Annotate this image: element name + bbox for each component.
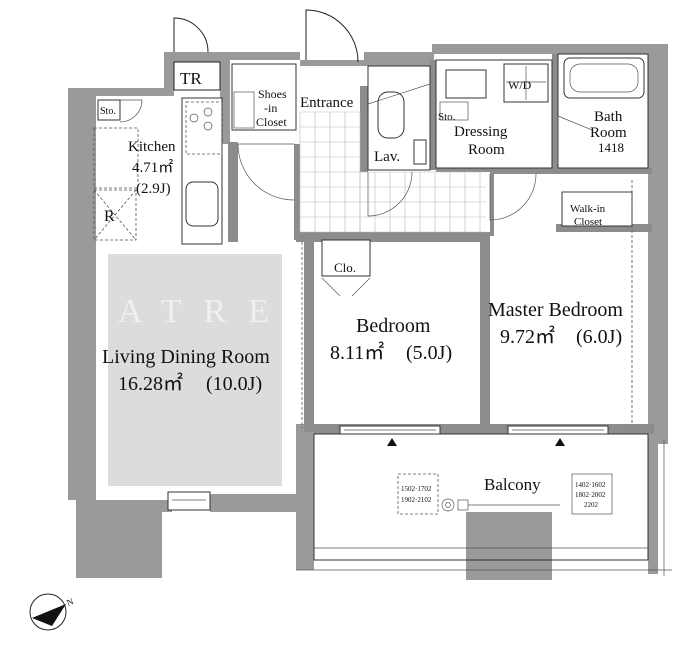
living-name: Living Dining Room xyxy=(102,346,270,368)
clo-label: Clo. xyxy=(334,260,356,275)
master-name: Master Bedroom xyxy=(488,299,623,321)
living-jo: (10.0J) xyxy=(206,373,262,395)
wd-label: W/D xyxy=(508,78,532,92)
shoes-closet-label-3: Closet xyxy=(256,115,287,129)
balcony-note-right-2: 1802·2002 xyxy=(575,491,606,499)
tile-grid xyxy=(299,111,486,233)
bath-label-1: Bath xyxy=(594,109,623,125)
outer-walls xyxy=(68,44,668,580)
kitchen-jo: (2.9J) xyxy=(136,181,171,197)
balcony-note-right-1: 1402·1602 xyxy=(575,481,606,489)
shoes-closet-label-2: -in xyxy=(264,101,277,115)
watermark: ATRE xyxy=(118,293,291,330)
entrance-label: Entrance xyxy=(300,95,354,111)
balcony-note-right-3: 2202 xyxy=(584,501,599,509)
tr-label: TR xyxy=(180,69,202,88)
kitchen-name: Kitchen xyxy=(128,139,176,155)
kitchen-area: Sto. R Kitchen 4.71㎡ (2.9J) xyxy=(93,97,223,245)
kitchen-area-value: 4.71㎡ xyxy=(132,159,173,176)
master-jo: (6.0J) xyxy=(576,326,622,348)
bath-label-3: 1418 xyxy=(598,140,624,155)
balcony-note-left-2: 1902·2102 xyxy=(401,496,432,504)
dressing-label-2: Room xyxy=(468,142,505,158)
compass-north-label: N xyxy=(65,596,75,608)
balcony-label: Balcony xyxy=(484,475,541,494)
walkin-label-1: Walk-in xyxy=(570,203,606,215)
tr-door-icon xyxy=(173,17,209,53)
dressing-label-1: Dressing xyxy=(454,124,508,140)
bedroom-jo: (5.0J) xyxy=(406,342,452,364)
dressing-sto-label: Sto. xyxy=(438,111,456,123)
bedroom-name: Bedroom xyxy=(356,315,431,337)
refrigerator-label: R xyxy=(104,208,115,225)
living-area-value: 16.28㎡ xyxy=(118,371,183,395)
master-area-value: 9.72㎡ xyxy=(500,324,555,348)
balcony-area: Balcony 1502·1702 1902·2102 1402·1602 18… xyxy=(296,433,672,576)
shoes-closet-label-1: Shoes xyxy=(258,87,287,101)
bedroom-closet xyxy=(321,239,371,277)
living-floor-shade xyxy=(108,254,282,486)
shoes-closet xyxy=(231,63,297,131)
lav-label: Lav. xyxy=(374,149,400,165)
front-door-icon xyxy=(305,9,359,63)
tr-room xyxy=(173,61,221,91)
kitchen-sto-label: Sto. xyxy=(100,106,116,117)
bath-label-2: Room xyxy=(590,125,627,141)
balcony-note-left-1: 1502·1702 xyxy=(401,485,432,493)
bedroom-area-value: 8.11㎡ xyxy=(330,340,384,364)
compass-icon: N xyxy=(29,593,75,631)
walkin-label-2: Closet xyxy=(574,216,602,228)
